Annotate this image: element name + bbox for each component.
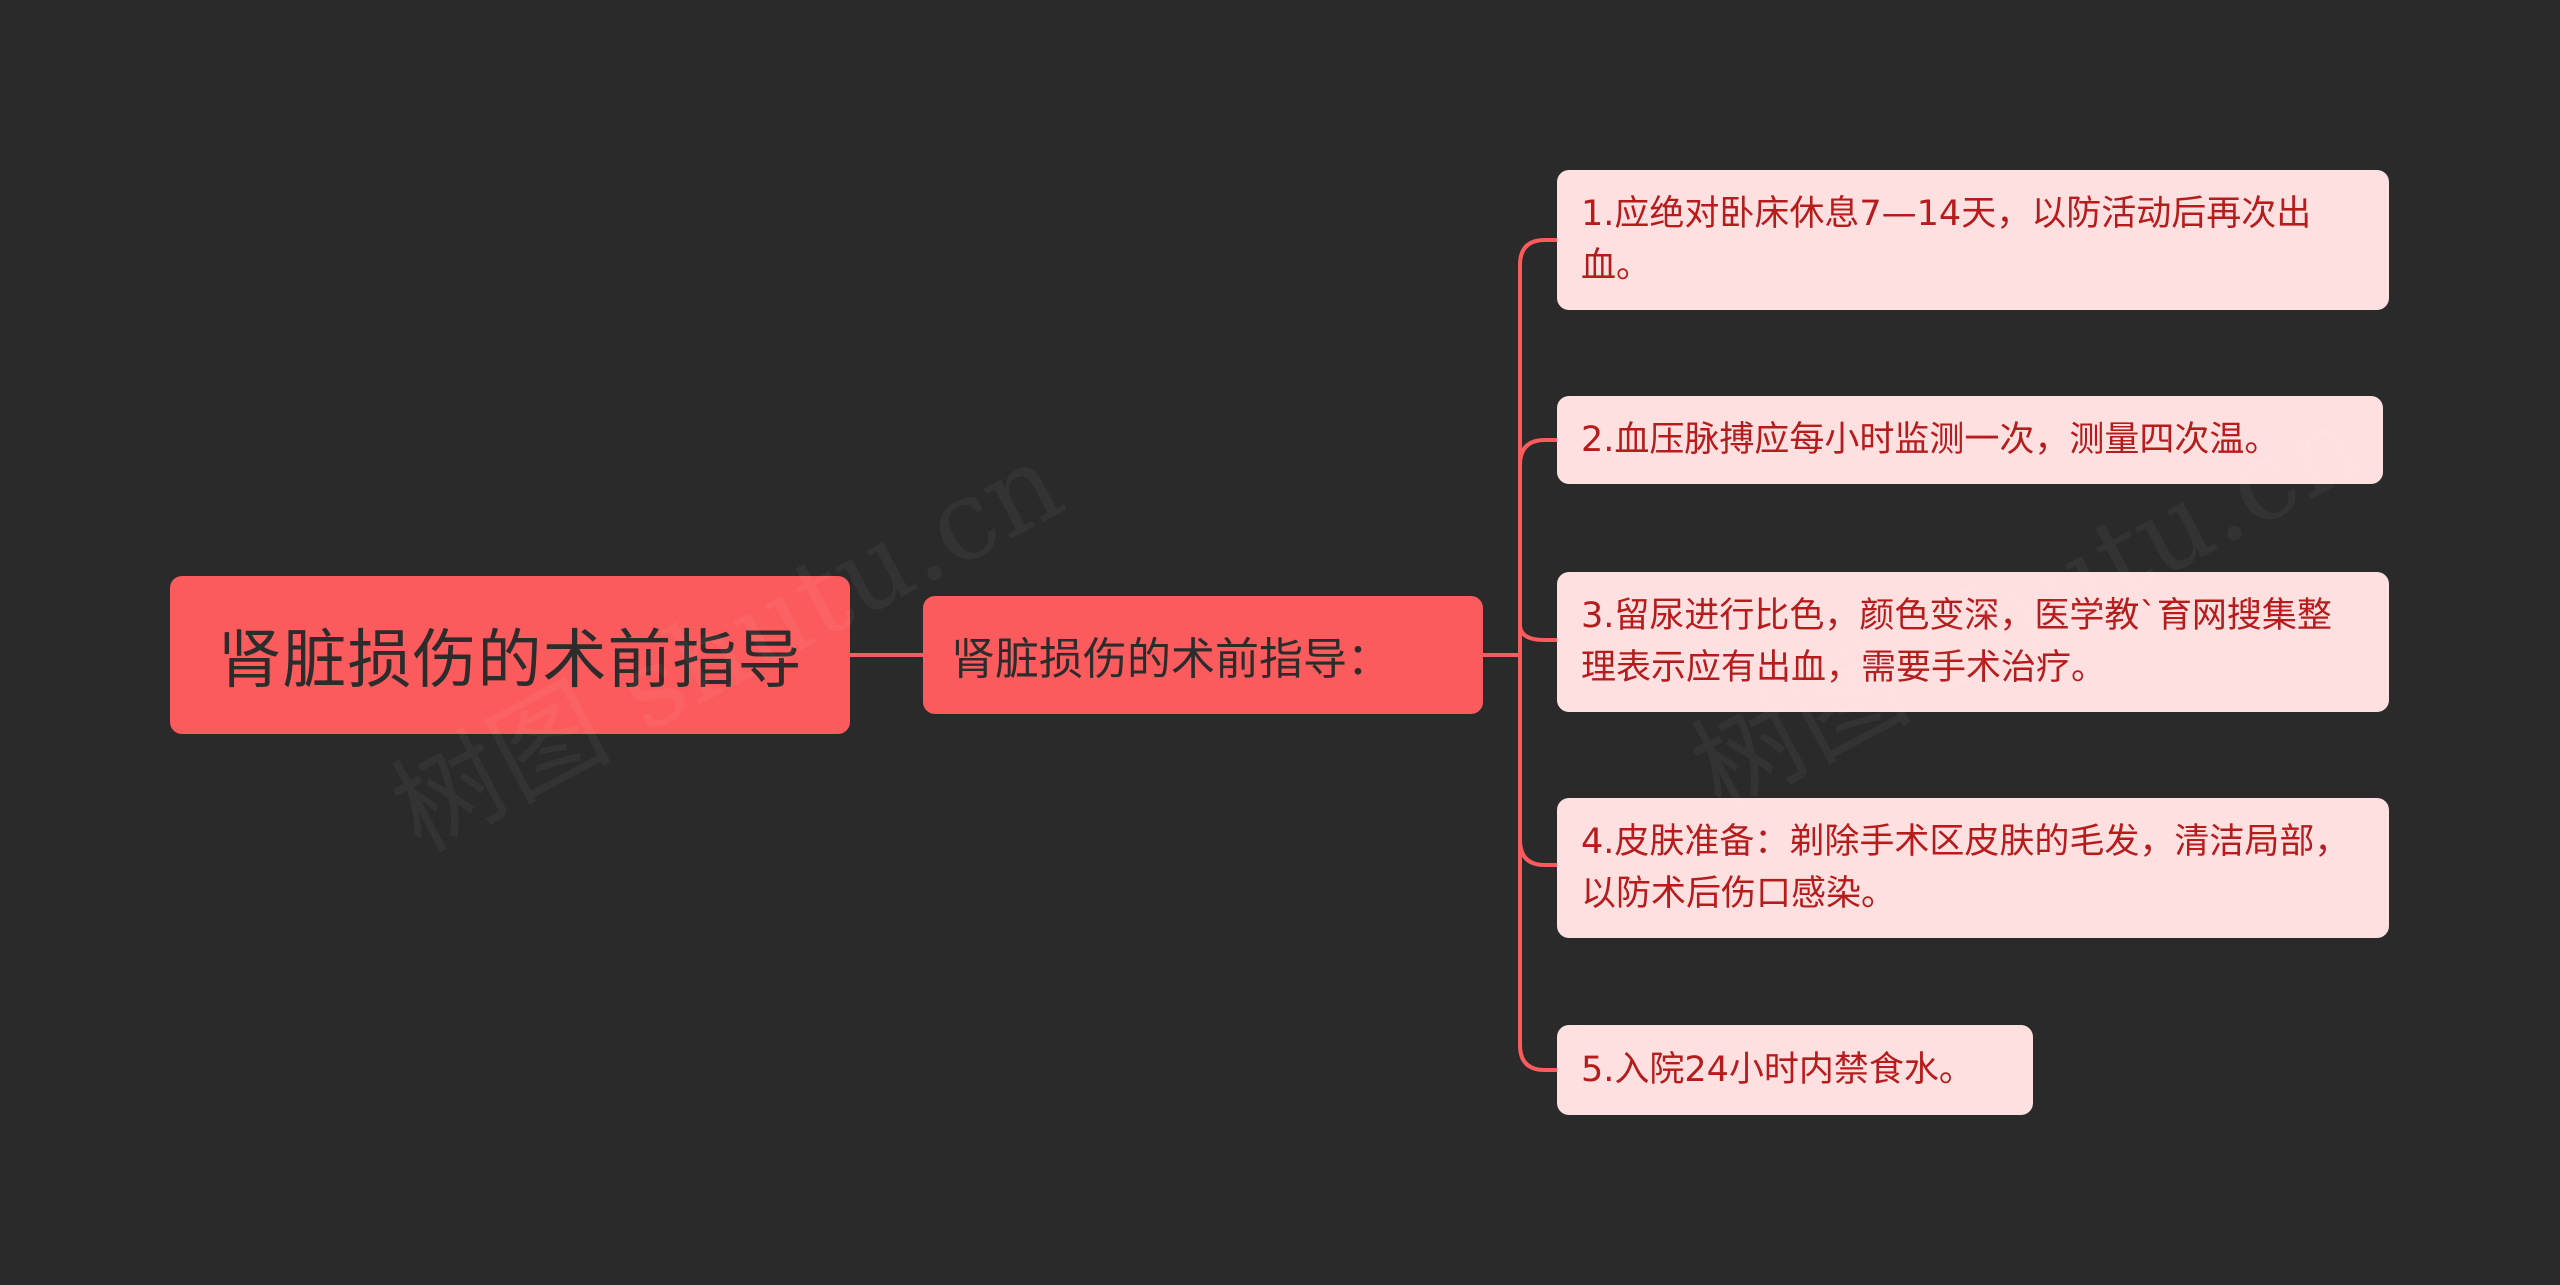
leaf-topic-label: 2.血压脉搏应每小时监测一次，测量四次温。 xyxy=(1581,420,2280,460)
leaf-topic-2[interactable]: 2.血压脉搏应每小时监测一次，测量四次温。 xyxy=(1557,396,2383,484)
connector-leaf-5 xyxy=(1518,1044,1557,1072)
leaf-topic-4[interactable]: 4.皮肤准备：剃除手术区皮肤的毛发，清洁局部，以防术后伤口感染。 xyxy=(1557,798,2389,938)
root-topic-label: 肾脏损伤的术前指导 xyxy=(217,624,803,698)
leaf-topic-label: 4.皮肤准备：剃除手术区皮肤的毛发，清洁局部，以防术后伤口感染。 xyxy=(1581,822,2350,914)
leaf-topic-label: 1.应绝对卧床休息7—14天，以防活动后再次出血。 xyxy=(1581,194,2312,286)
leaf-topic-1[interactable]: 1.应绝对卧床休息7—14天，以防活动后再次出血。 xyxy=(1557,170,2389,310)
branch-topic[interactable]: 肾脏损伤的术前指导： xyxy=(923,596,1483,714)
leaf-topic-5[interactable]: 5.入院24小时内禁食水。 xyxy=(1557,1025,2033,1115)
branch-topic-label: 肾脏损伤的术前指导： xyxy=(951,634,1391,685)
leaf-topic-label: 3.留尿进行比色，颜色变深，医学教`育网搜集整理表示应有出血，需要手术治疗。 xyxy=(1581,596,2332,688)
root-topic[interactable]: 肾脏损伤的术前指导 xyxy=(170,576,850,734)
connector-leaf-3 xyxy=(1518,624,1557,642)
leaf-topic-3[interactable]: 3.留尿进行比色，颜色变深，医学教`育网搜集整理表示应有出血，需要手术治疗。 xyxy=(1557,572,2389,712)
connector-leaf-2 xyxy=(1518,438,1557,466)
connector-leaf-1 xyxy=(1518,238,1557,266)
connector-leaf-4 xyxy=(1518,839,1557,867)
leaf-topic-label: 5.入院24小时内禁食水。 xyxy=(1581,1050,1974,1090)
